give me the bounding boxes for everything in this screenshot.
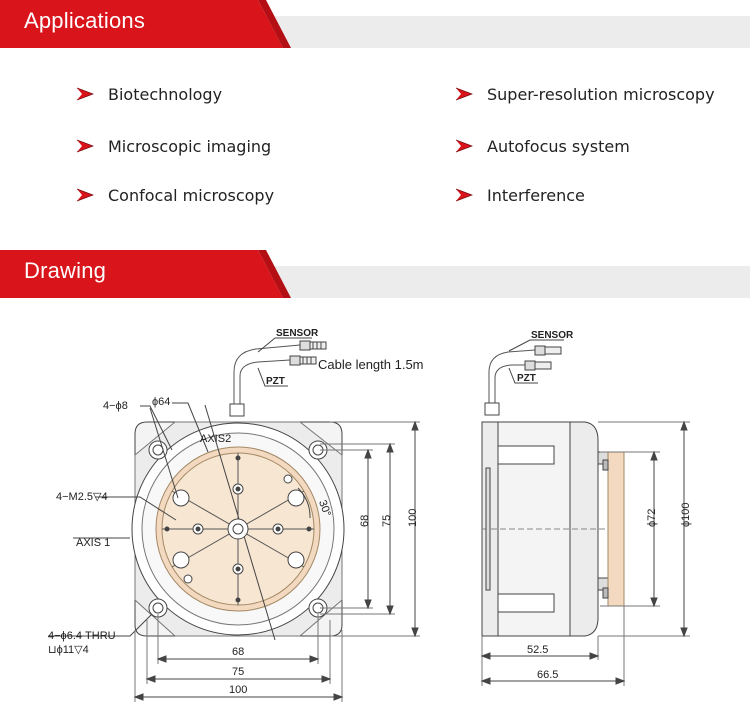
holes-label: 4−ϕ8 xyxy=(103,400,128,412)
application-label: Microscopic imaging xyxy=(108,136,272,156)
applications-header: Applications xyxy=(0,0,750,50)
list-item: Autofocus system xyxy=(455,132,630,160)
dim-100-horizontal: 100 xyxy=(229,684,247,696)
arrow-bullet-icon xyxy=(455,87,473,101)
application-label: Biotechnology xyxy=(108,84,223,104)
axis2-label: AXIS2 xyxy=(200,433,231,445)
side-view xyxy=(480,339,690,686)
application-label: Interference xyxy=(487,185,585,205)
list-item: Interference xyxy=(455,181,585,209)
header-tab xyxy=(0,250,291,298)
dim-100-vertical: 100 xyxy=(407,509,419,527)
thru-label: 4−ϕ6.4 THRU xyxy=(48,630,116,642)
counterbore-label: ⊔ϕ11▽4 xyxy=(48,644,89,656)
list-item: Super-resolution microscopy xyxy=(455,80,715,108)
dim-68-horizontal: 68 xyxy=(232,646,244,658)
dim-75-horizontal: 75 xyxy=(232,666,244,678)
arrow-bullet-icon xyxy=(76,87,94,101)
dim-68-vertical: 68 xyxy=(359,515,371,527)
diameter-100-label: ϕ100 xyxy=(680,502,692,527)
header-tab xyxy=(0,0,291,48)
application-label: Autofocus system xyxy=(487,136,630,156)
sensor-label: SENSOR xyxy=(276,328,319,339)
drawing-header: Drawing xyxy=(0,250,750,300)
angle-label: 30° xyxy=(316,499,333,519)
side-sensor-label: SENSOR xyxy=(531,330,574,341)
arrow-bullet-icon xyxy=(76,188,94,202)
arrow-bullet-icon xyxy=(455,188,473,202)
diameter-64-label: ϕ64 xyxy=(152,396,170,408)
dim-75-vertical: 75 xyxy=(381,515,393,527)
section-title-drawing: Drawing xyxy=(24,258,107,283)
thread-label: 4−M2.5▽4 xyxy=(56,491,108,503)
axis1-label: AXIS 1 xyxy=(76,537,110,549)
arrow-bullet-icon xyxy=(76,139,94,153)
dim-66-5: 66.5 xyxy=(537,669,558,681)
side-pzt-label: PZT xyxy=(517,373,536,384)
list-item: Microscopic imaging xyxy=(76,132,271,160)
technical-drawing: SENSOR PZT Cable length 1.5m 4−ϕ8 ϕ64 AX… xyxy=(48,328,692,702)
dim-52-5: 52.5 xyxy=(527,644,548,656)
list-item: Confocal microscopy xyxy=(76,181,274,209)
list-item: Biotechnology xyxy=(76,80,222,108)
applications-list: Biotechnology Super-resolution microscop… xyxy=(0,70,750,230)
arrow-bullet-icon xyxy=(455,139,473,153)
diameter-72-label: ϕ72 xyxy=(646,509,658,527)
application-label: Super-resolution microscopy xyxy=(487,84,715,104)
pzt-label: PZT xyxy=(266,376,285,387)
front-view xyxy=(48,337,420,702)
cable-length-label: Cable length 1.5m xyxy=(318,357,424,372)
application-label: Confocal microscopy xyxy=(108,185,275,205)
section-title-applications: Applications xyxy=(24,8,146,33)
